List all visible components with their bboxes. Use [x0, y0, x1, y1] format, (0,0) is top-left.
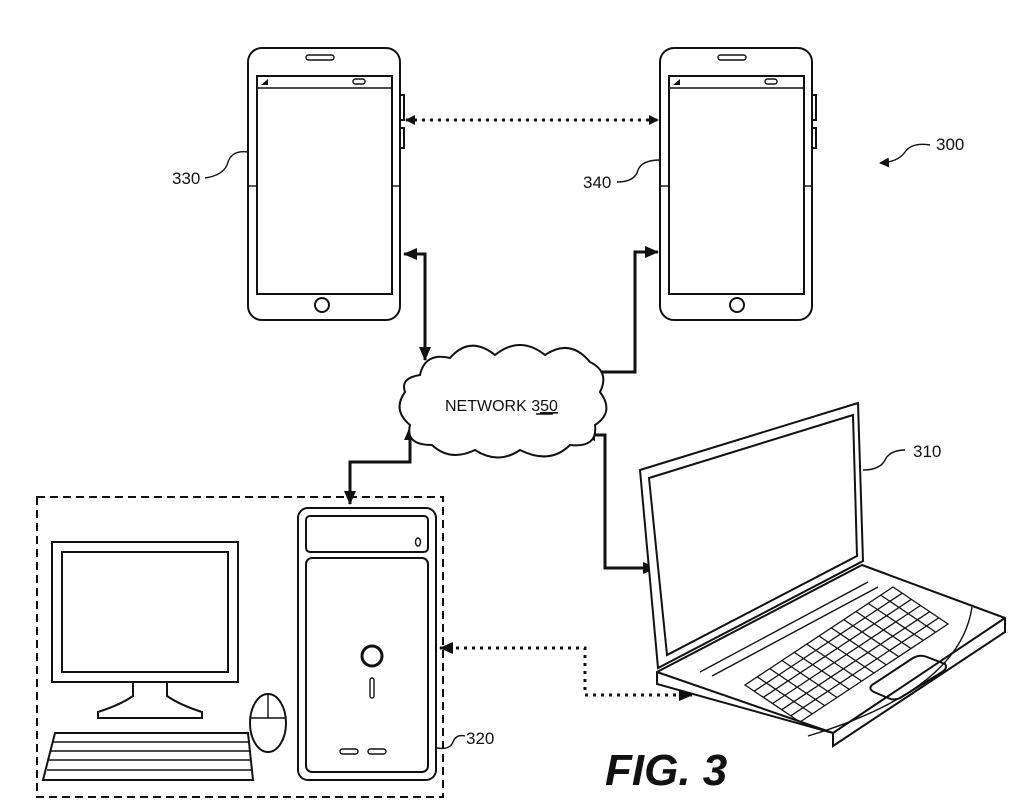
keyboard	[41, 732, 255, 781]
figure-title: FIG. 3	[605, 746, 727, 795]
reference-labels: 330 340 300 310 320 FIG. 3	[172, 135, 964, 795]
monitor	[51, 541, 239, 719]
touchpad	[869, 654, 947, 701]
network-cloud-350: NETWORK 350	[398, 344, 608, 459]
label-320: 320	[466, 729, 494, 748]
phone330-network-link	[403, 248, 431, 361]
mouse	[249, 693, 287, 753]
smartphone-330	[247, 47, 405, 321]
desktop-system-320	[36, 496, 444, 798]
system-boundary	[36, 496, 444, 798]
laptop-310	[640, 401, 1005, 746]
phone340-network-link	[583, 246, 659, 378]
svg-text:NETWORK 350: NETWORK 350	[445, 398, 558, 415]
tower-computer	[297, 507, 437, 781]
network-label: NETWORK 3	[445, 398, 540, 415]
label-340: 340	[583, 173, 611, 192]
desktop-network-link	[344, 426, 416, 505]
laptop-desktop-wireless-link	[439, 642, 693, 701]
connections	[344, 115, 693, 701]
network-ref: 50	[540, 398, 558, 415]
power-button-icon	[360, 644, 384, 668]
label-310: 310	[913, 442, 941, 461]
label-330: 330	[172, 169, 200, 188]
smartphone-340	[659, 47, 817, 321]
label-300: 300	[936, 135, 964, 154]
